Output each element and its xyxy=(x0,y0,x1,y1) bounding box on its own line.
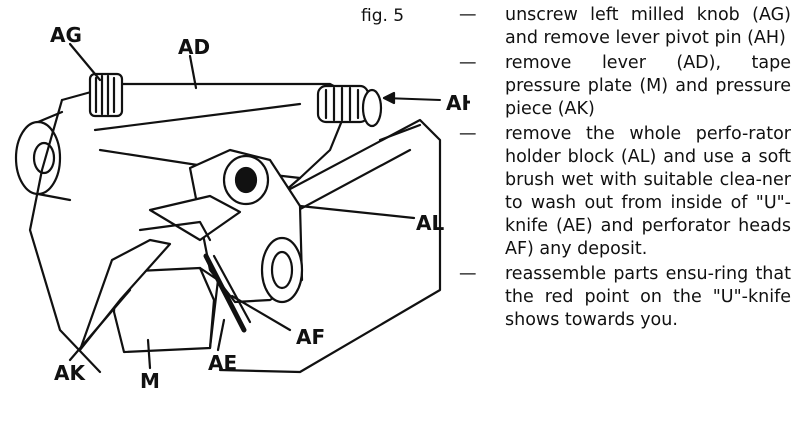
instruction-text: remove the whole perfo-rator holder bloc… xyxy=(505,124,791,259)
callout-ad: AD xyxy=(178,35,210,59)
callout-ah: AH xyxy=(446,91,470,115)
instruction-text: unscrew left milled knob (AG) and remove… xyxy=(505,5,791,48)
callout-ag: AG xyxy=(50,23,82,47)
callout-ak: AK xyxy=(54,361,86,385)
callout-al: AL xyxy=(416,211,444,235)
bullet-dash: — xyxy=(459,124,477,144)
instruction-text: reassemble parts ensu-ring that the red … xyxy=(505,264,791,330)
perforator-diagram: AG AD AH AL AF AK M AE xyxy=(14,23,470,393)
instruction-step: — unscrew left milled knob (AG) and remo… xyxy=(455,4,791,50)
instruction-text: remove lever (AD), tape pressure plate (… xyxy=(505,53,791,119)
instruction-step: — remove lever (AD), tape pressure plate… xyxy=(455,52,791,121)
callout-ae: AE xyxy=(208,351,237,375)
callout-af: AF xyxy=(296,325,325,349)
bullet-dash: — xyxy=(459,264,477,284)
instruction-step: — reassemble parts ensu-ring that the re… xyxy=(455,263,791,332)
bullet-dash: — xyxy=(459,5,477,25)
instruction-list: — unscrew left milled knob (AG) and remo… xyxy=(455,4,791,334)
callout-m: M xyxy=(140,369,160,393)
instruction-step: — remove the whole perfo-rator holder bl… xyxy=(455,123,791,261)
bullet-dash: — xyxy=(459,53,477,73)
figure-caption: fig. 5 xyxy=(361,6,405,26)
